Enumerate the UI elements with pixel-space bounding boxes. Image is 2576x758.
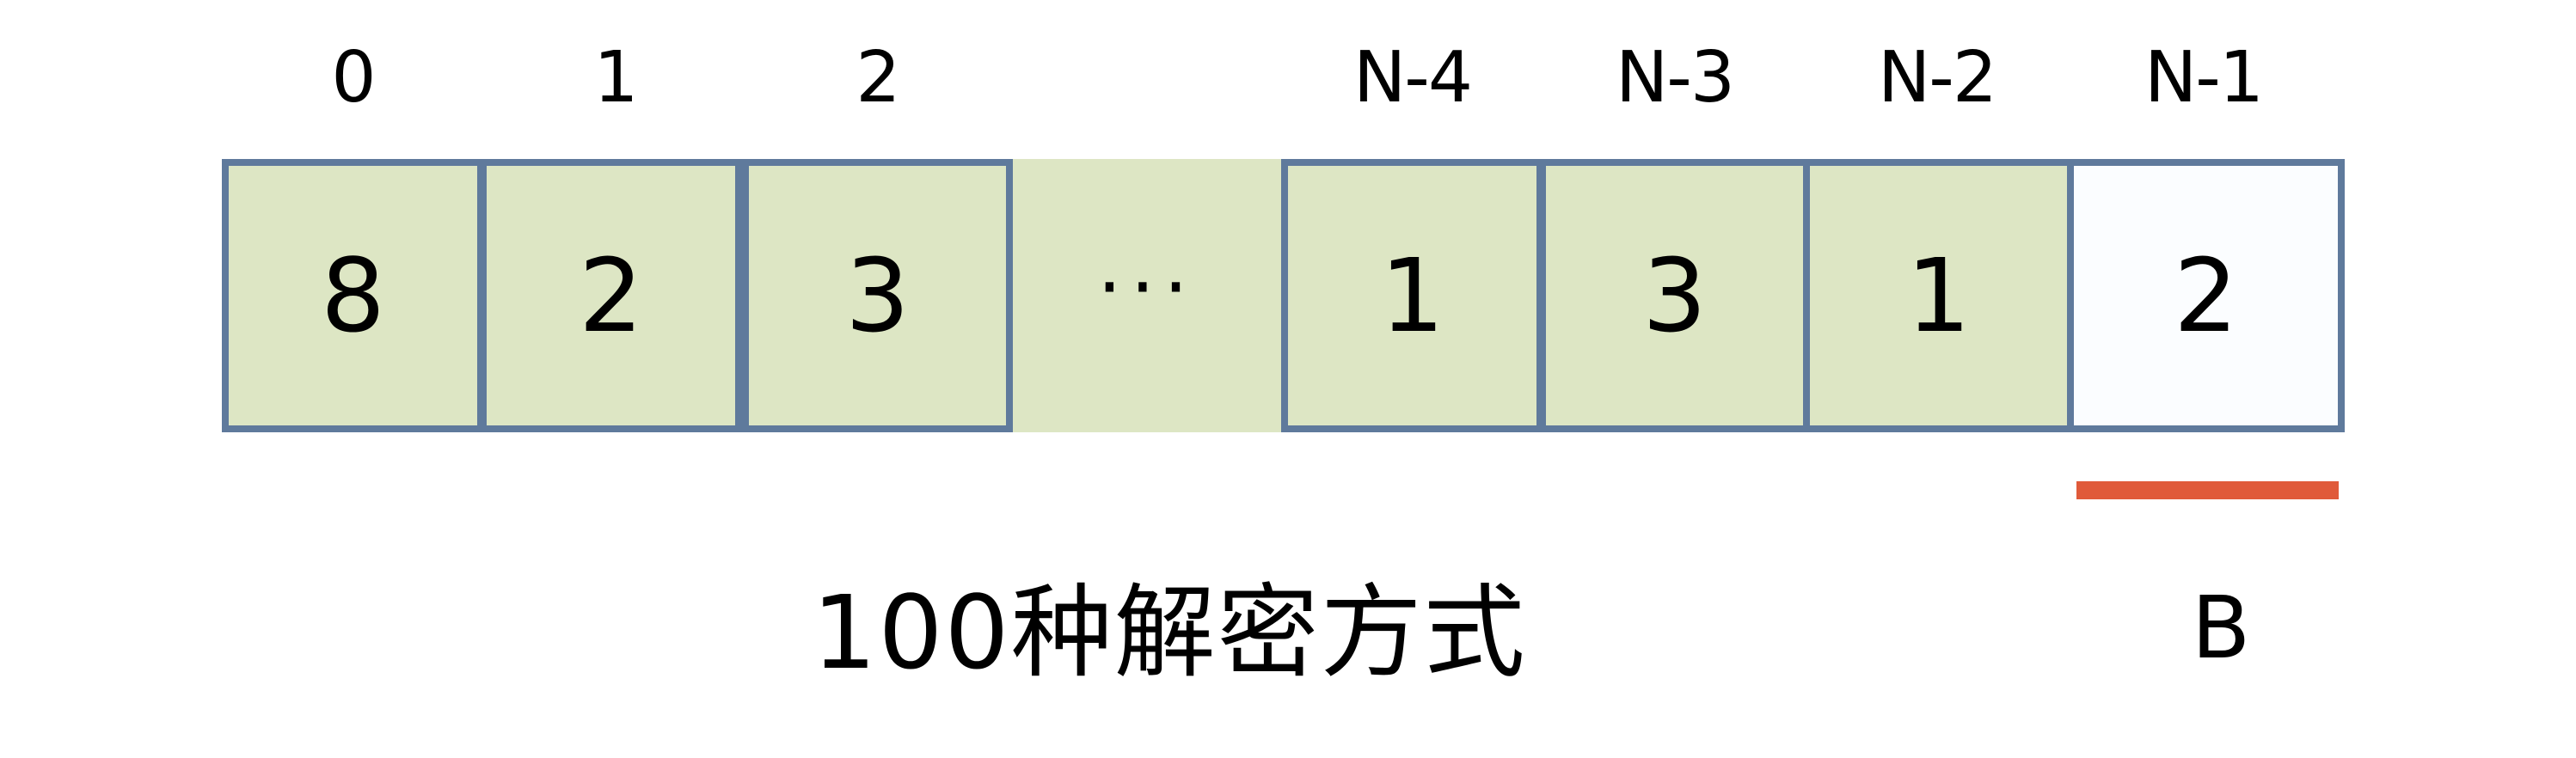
- array-ellipsis-gap: ···: [1013, 159, 1281, 432]
- cell-value: 2: [578, 236, 644, 355]
- caption: 100种解密方式: [812, 572, 1527, 692]
- array-cell-n-3: 3: [1539, 159, 1810, 432]
- highlight-bar: [2076, 481, 2339, 499]
- cell-value: 3: [844, 236, 911, 355]
- cell-value: 8: [320, 236, 386, 355]
- cell-value: 1: [1905, 236, 1972, 355]
- index-label-n-1: N-1: [2144, 36, 2264, 119]
- cell-value: 2: [2173, 236, 2239, 355]
- cell-value: 3: [1641, 236, 1708, 355]
- ellipsis: ···: [1097, 241, 1197, 333]
- array-cell-n-4: 1: [1281, 159, 1543, 432]
- array-cell-0: 8: [222, 159, 484, 432]
- array-cell-2: 3: [742, 159, 1013, 432]
- index-label-0: 0: [331, 36, 376, 119]
- array-cell-1: 2: [480, 159, 742, 432]
- highlight-label: B: [2191, 577, 2251, 678]
- array-cell-n-1: 2: [2067, 159, 2345, 432]
- index-label-2: 2: [856, 36, 900, 119]
- index-label-n-2: N-2: [1877, 36, 1997, 119]
- array-cell-n-2: 1: [1803, 159, 2074, 432]
- index-label-1: 1: [593, 36, 638, 119]
- cell-value: 1: [1379, 236, 1445, 355]
- index-label-n-3: N-3: [1615, 36, 1735, 119]
- index-label-n-4: N-4: [1352, 36, 1473, 119]
